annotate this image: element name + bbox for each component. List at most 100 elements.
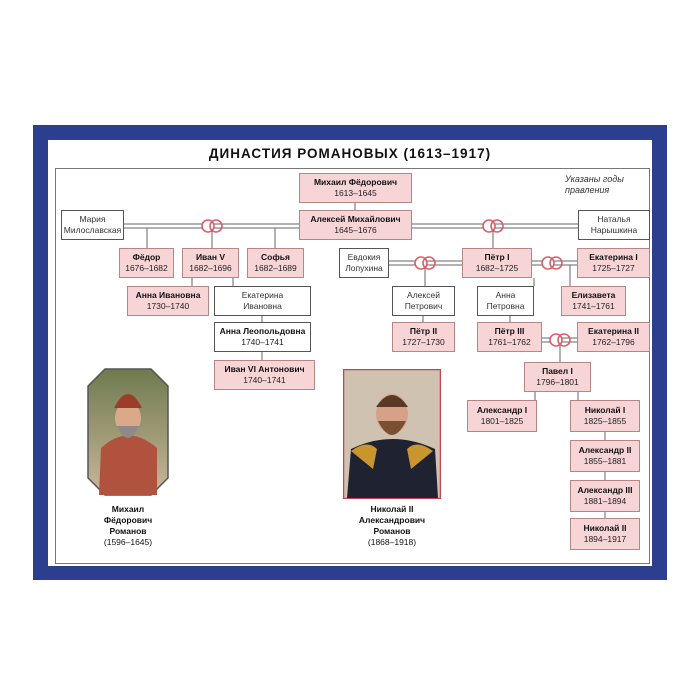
person-name: Анна Ивановна <box>135 290 201 300</box>
caption-years: (1868–1918) <box>367 537 417 547</box>
marriage-rings-icon <box>482 219 504 233</box>
reign-years: 1825–1855 <box>583 416 627 426</box>
caption-years: (1596–1645) <box>103 537 153 547</box>
person-name: Лопухина <box>345 263 383 273</box>
reign-years: 1645–1676 <box>334 225 377 235</box>
person-name: Александр I <box>476 405 528 415</box>
person-name: Пётр I <box>484 252 510 262</box>
reign-years: 1725–1727 <box>592 263 635 273</box>
poster-title: ДИНАСТИЯ РОМАНОВЫХ (1613–1917) <box>208 146 492 161</box>
reign-years: 1730–1740 <box>146 301 190 311</box>
reign-years: 1682–1689 <box>254 263 297 273</box>
person-name: Нарышкина <box>590 225 638 235</box>
marriage-rings-icon <box>549 333 571 347</box>
caption-line: Александрович <box>358 515 426 525</box>
reign-years: 1740–1741 <box>241 337 284 347</box>
person-name: Александр III <box>577 485 633 495</box>
reign-years: 1801–1825 <box>480 416 524 426</box>
person-name: Николай I <box>584 405 626 415</box>
person-name: Екатерина II <box>588 326 639 336</box>
person-name: Софья <box>261 252 290 262</box>
reign-years: 1727–1730 <box>402 337 445 347</box>
person-name: Наталья <box>597 214 631 224</box>
reign-years: 1855–1881 <box>583 456 627 466</box>
person-name: Алексей <box>407 290 440 300</box>
reign-years: 1761–1762 <box>488 337 531 347</box>
reign-years: 1894–1917 <box>583 534 627 544</box>
tree-border <box>55 168 650 564</box>
person-name: Евдокия <box>347 252 381 262</box>
reign-years: 1741–1761 <box>572 301 615 311</box>
caption-mikhail: Михаил Фёдорович Романов (1596–1645) <box>78 504 178 548</box>
reign-years: 1682–1696 <box>189 263 232 273</box>
portrait-mikhail-fedorovich <box>87 368 169 496</box>
caption-line: Михаил <box>111 504 145 514</box>
person-name: Михаил Фёдорович <box>313 177 398 187</box>
reign-years: 1881–1894 <box>583 496 627 506</box>
person-name: Анна Леопольдовна <box>219 326 306 336</box>
person-name: Анна <box>495 290 516 300</box>
caption-line: Фёдорович <box>103 515 153 525</box>
person-name: Иван V <box>195 252 226 262</box>
person-name: Пётр II <box>409 326 438 336</box>
reign-years: 1762–1796 <box>592 337 635 347</box>
person-name: Александр II <box>578 445 632 455</box>
marriage-rings-icon <box>414 256 436 270</box>
person-name: Екатерина <box>241 290 284 300</box>
person-name: Екатерина I <box>589 252 638 262</box>
person-name: Мария <box>79 214 106 224</box>
person-name: Фёдор <box>132 252 161 262</box>
person-name: Елизавета <box>571 290 616 300</box>
person-name: Павел I <box>542 366 573 376</box>
portrait-nikolai-ii <box>343 369 441 499</box>
note-line: Указаны годы <box>565 174 624 184</box>
reign-years: 1740–1741 <box>243 375 286 385</box>
caption-nikolai: Николай II Александрович Романов (1868–1… <box>340 504 444 548</box>
marriage-rings-icon <box>201 219 223 233</box>
caption-line: Николай II <box>370 504 414 514</box>
person-name: Иван VI Антонович <box>224 364 305 374</box>
person-name: Петрович <box>404 301 443 311</box>
person-name: Пётр III <box>494 326 525 336</box>
person-name: Милославская <box>63 225 122 235</box>
person-name: Алексей Михайлович <box>310 214 401 224</box>
caption-line: Романов <box>373 526 411 536</box>
reign-years: 1613–1645 <box>334 188 377 198</box>
note-line: правления <box>565 185 610 195</box>
person-name: Николай II <box>583 523 627 533</box>
person-name: Ивановна <box>243 301 282 311</box>
caption-line: Романов <box>109 526 147 536</box>
marriage-rings-icon <box>541 256 563 270</box>
person-name: Петровна <box>486 301 525 311</box>
reign-years: 1796–1801 <box>536 377 579 387</box>
